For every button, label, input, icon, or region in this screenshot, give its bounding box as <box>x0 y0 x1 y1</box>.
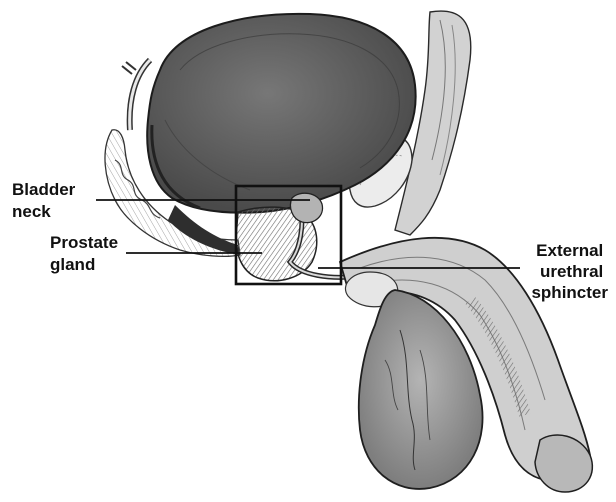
label-external-urethral-sphincter: External urethral sphincter <box>531 241 608 302</box>
label-prostate-gland: Prostate gland <box>50 233 123 274</box>
label-bladder-neck: Bladder neck <box>12 180 80 221</box>
sphincter <box>290 193 322 222</box>
